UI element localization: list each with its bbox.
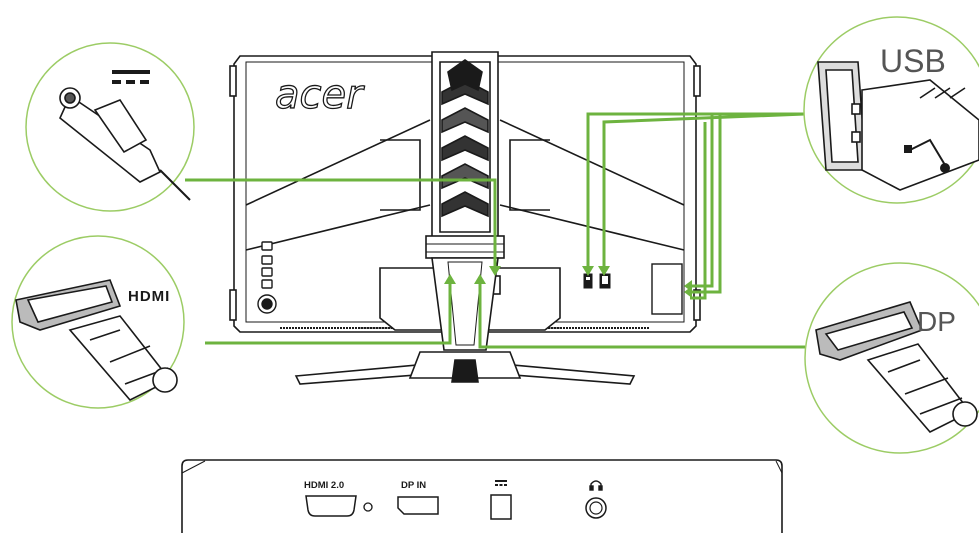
panel-hdmi-label: HDMI 2.0: [304, 480, 344, 491]
brand-logo: acer: [275, 72, 365, 118]
connector-arrowheads: [444, 266, 692, 298]
usb-connector-line-3: [690, 114, 722, 294]
hdmi-callout: HDMI: [11, 235, 185, 409]
dp-plug-illustration: [815, 301, 978, 433]
hdmi-logo-label: HDMI: [128, 288, 170, 305]
hdmi-connector-line: [205, 282, 452, 345]
dp-callout: DP: [804, 262, 979, 454]
panel-dp-port: DP IN: [397, 480, 439, 515]
power-connector-line: [185, 178, 497, 270]
usb-connector-line-2: [602, 112, 806, 270]
usb-connector-line-4: [690, 114, 714, 288]
power-callout: [25, 42, 195, 212]
panel-audio-port: [585, 480, 607, 519]
usb-upstream-block: [651, 263, 683, 315]
usb-symbol-icon: [904, 138, 950, 173]
dc-power-icon: [112, 70, 150, 84]
usb-connector-line-1: [586, 112, 805, 270]
osd-buttons: [257, 241, 277, 314]
usb-plug-illustration: [817, 61, 979, 191]
usb-callout: USB: [803, 16, 979, 204]
usb-connector-line-5: [690, 122, 707, 300]
panel-hdmi-port: HDMI 2.0: [304, 480, 373, 517]
headphone-icon: [589, 480, 603, 491]
dp-label: DP: [917, 306, 956, 337]
port-panel: HDMI 2.0 DP IN: [181, 459, 783, 533]
dp-connector-line: [478, 282, 805, 349]
hdmi-plug-illustration: [15, 279, 178, 401]
panel-dp-label: DP IN: [401, 480, 426, 491]
connector-lines: [185, 112, 806, 349]
power-plug-illustration: [59, 87, 191, 201]
panel-hdmi-indicator: [363, 502, 373, 512]
panel-power-port: [490, 480, 512, 520]
dc-power-icon: [495, 480, 507, 486]
usb-label: USB: [880, 43, 946, 79]
